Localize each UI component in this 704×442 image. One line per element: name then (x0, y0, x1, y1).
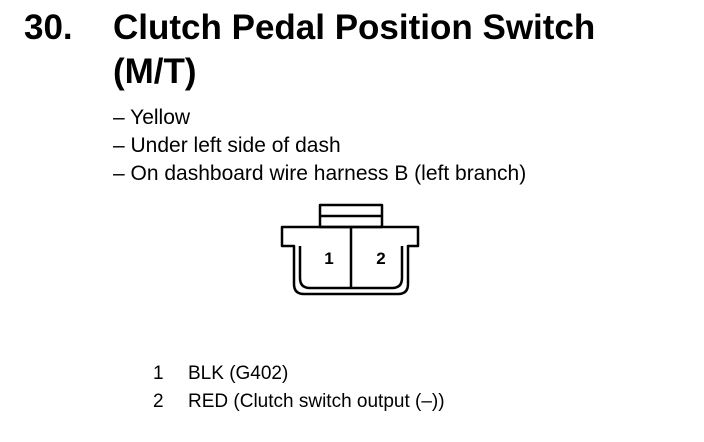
pin-row: 1 BLK (G402) (153, 360, 693, 388)
connector-housing-outline (280, 225, 420, 296)
component-heading: 30. Clutch Pedal Position Switch (M/T) (0, 0, 704, 100)
connector-pin-label-2: 2 (376, 249, 385, 268)
connector-pin-label-1: 1 (324, 249, 333, 268)
detail-harness: – On dashboard wire harness B (left bran… (113, 162, 527, 185)
connector-diagram: 1 2 (280, 203, 420, 296)
pin-assignment-list: 1 BLK (G402) 2 RED (Clutch switch output… (153, 360, 693, 416)
detail-color: – Yellow (113, 106, 191, 129)
component-details: – Yellow – Under left side of dash – On … (113, 104, 698, 188)
pin-row: 2 RED (Clutch switch output (–)) (153, 388, 693, 416)
detail-location: – Under left side of dash (113, 134, 341, 157)
component-number: 30. (24, 8, 73, 47)
component-title: Clutch Pedal Position Switch (M/T) (113, 6, 698, 94)
pin-description: BLK (G402) (188, 363, 289, 384)
pin-number: 2 (153, 391, 164, 412)
pin-description: RED (Clutch switch output (–)) (188, 391, 445, 412)
component-title-line-1: Clutch Pedal Position Switch (113, 8, 596, 47)
component-title-line-2: (M/T) (113, 52, 197, 91)
pin-number: 1 (153, 363, 164, 384)
